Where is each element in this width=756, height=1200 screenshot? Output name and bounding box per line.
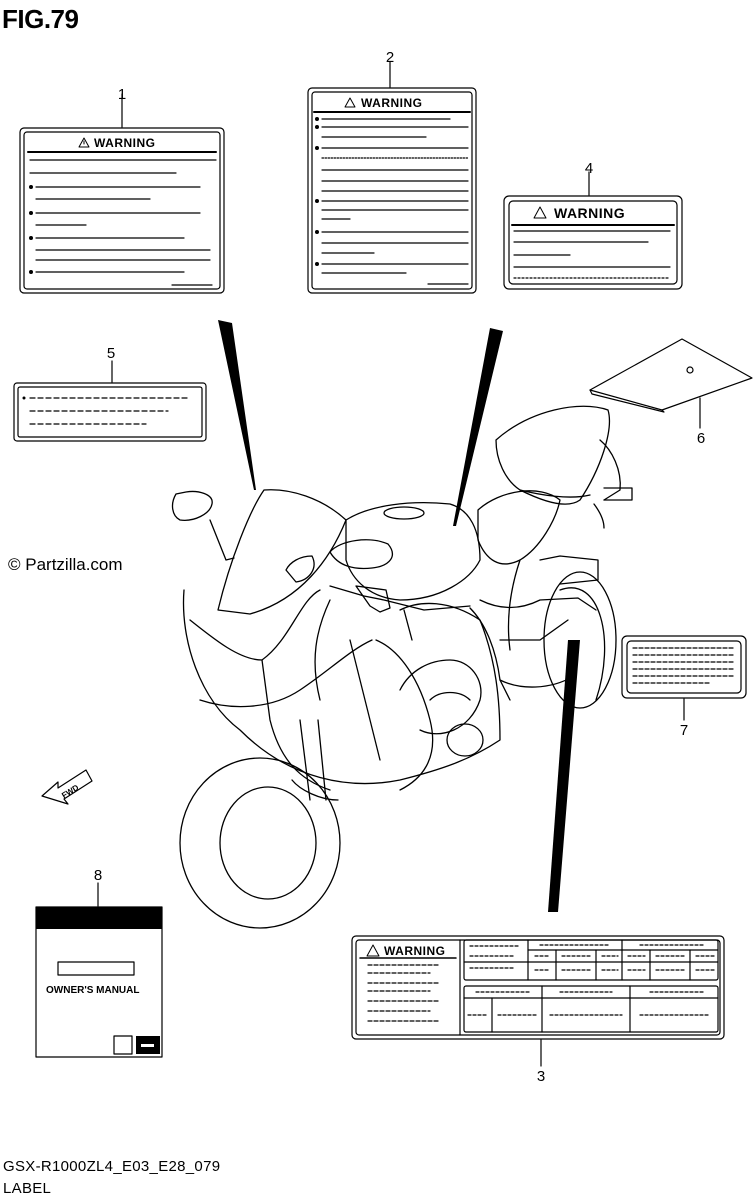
warning-text-label-2: WARNING	[361, 96, 423, 110]
warning-label-1[interactable]	[19, 93, 225, 294]
warning-label-2[interactable]	[307, 61, 477, 294]
callout-5[interactable]: 5	[106, 345, 116, 362]
label-sheet-6[interactable]	[589, 338, 753, 429]
fwd-text: FWD	[60, 783, 80, 800]
callout-4[interactable]: 4	[584, 160, 594, 177]
callout-7[interactable]: 7	[679, 722, 689, 739]
callout-6[interactable]: 6	[696, 430, 706, 447]
footer-section-label: LABEL	[3, 1180, 52, 1197]
pointer-wedges	[218, 320, 580, 912]
fwd-direction-icon	[41, 769, 93, 805]
copyright-watermark: © Partzilla.com	[8, 555, 123, 574]
footer-model-code: GSX-R1000ZL4_E03_E28_079	[3, 1158, 221, 1175]
warning-text-label-4: WARNING	[554, 205, 625, 221]
motorcycle-outline	[171, 405, 633, 929]
warning-text-label-1: WARNING	[94, 136, 156, 150]
figure-title: FIG.79	[2, 4, 79, 34]
info-label-7[interactable]	[621, 635, 747, 721]
warning-label-4[interactable]	[503, 171, 683, 290]
warning-label-3[interactable]	[351, 935, 725, 1067]
callout-8[interactable]: 8	[93, 867, 103, 884]
callout-3[interactable]: 3	[536, 1068, 546, 1085]
owners-manual-text: OWNER'S MANUAL	[46, 985, 139, 996]
caution-label-5[interactable]	[13, 360, 207, 442]
callout-2[interactable]: 2	[385, 49, 395, 66]
warning-text-label-3: WARNING	[384, 944, 446, 958]
